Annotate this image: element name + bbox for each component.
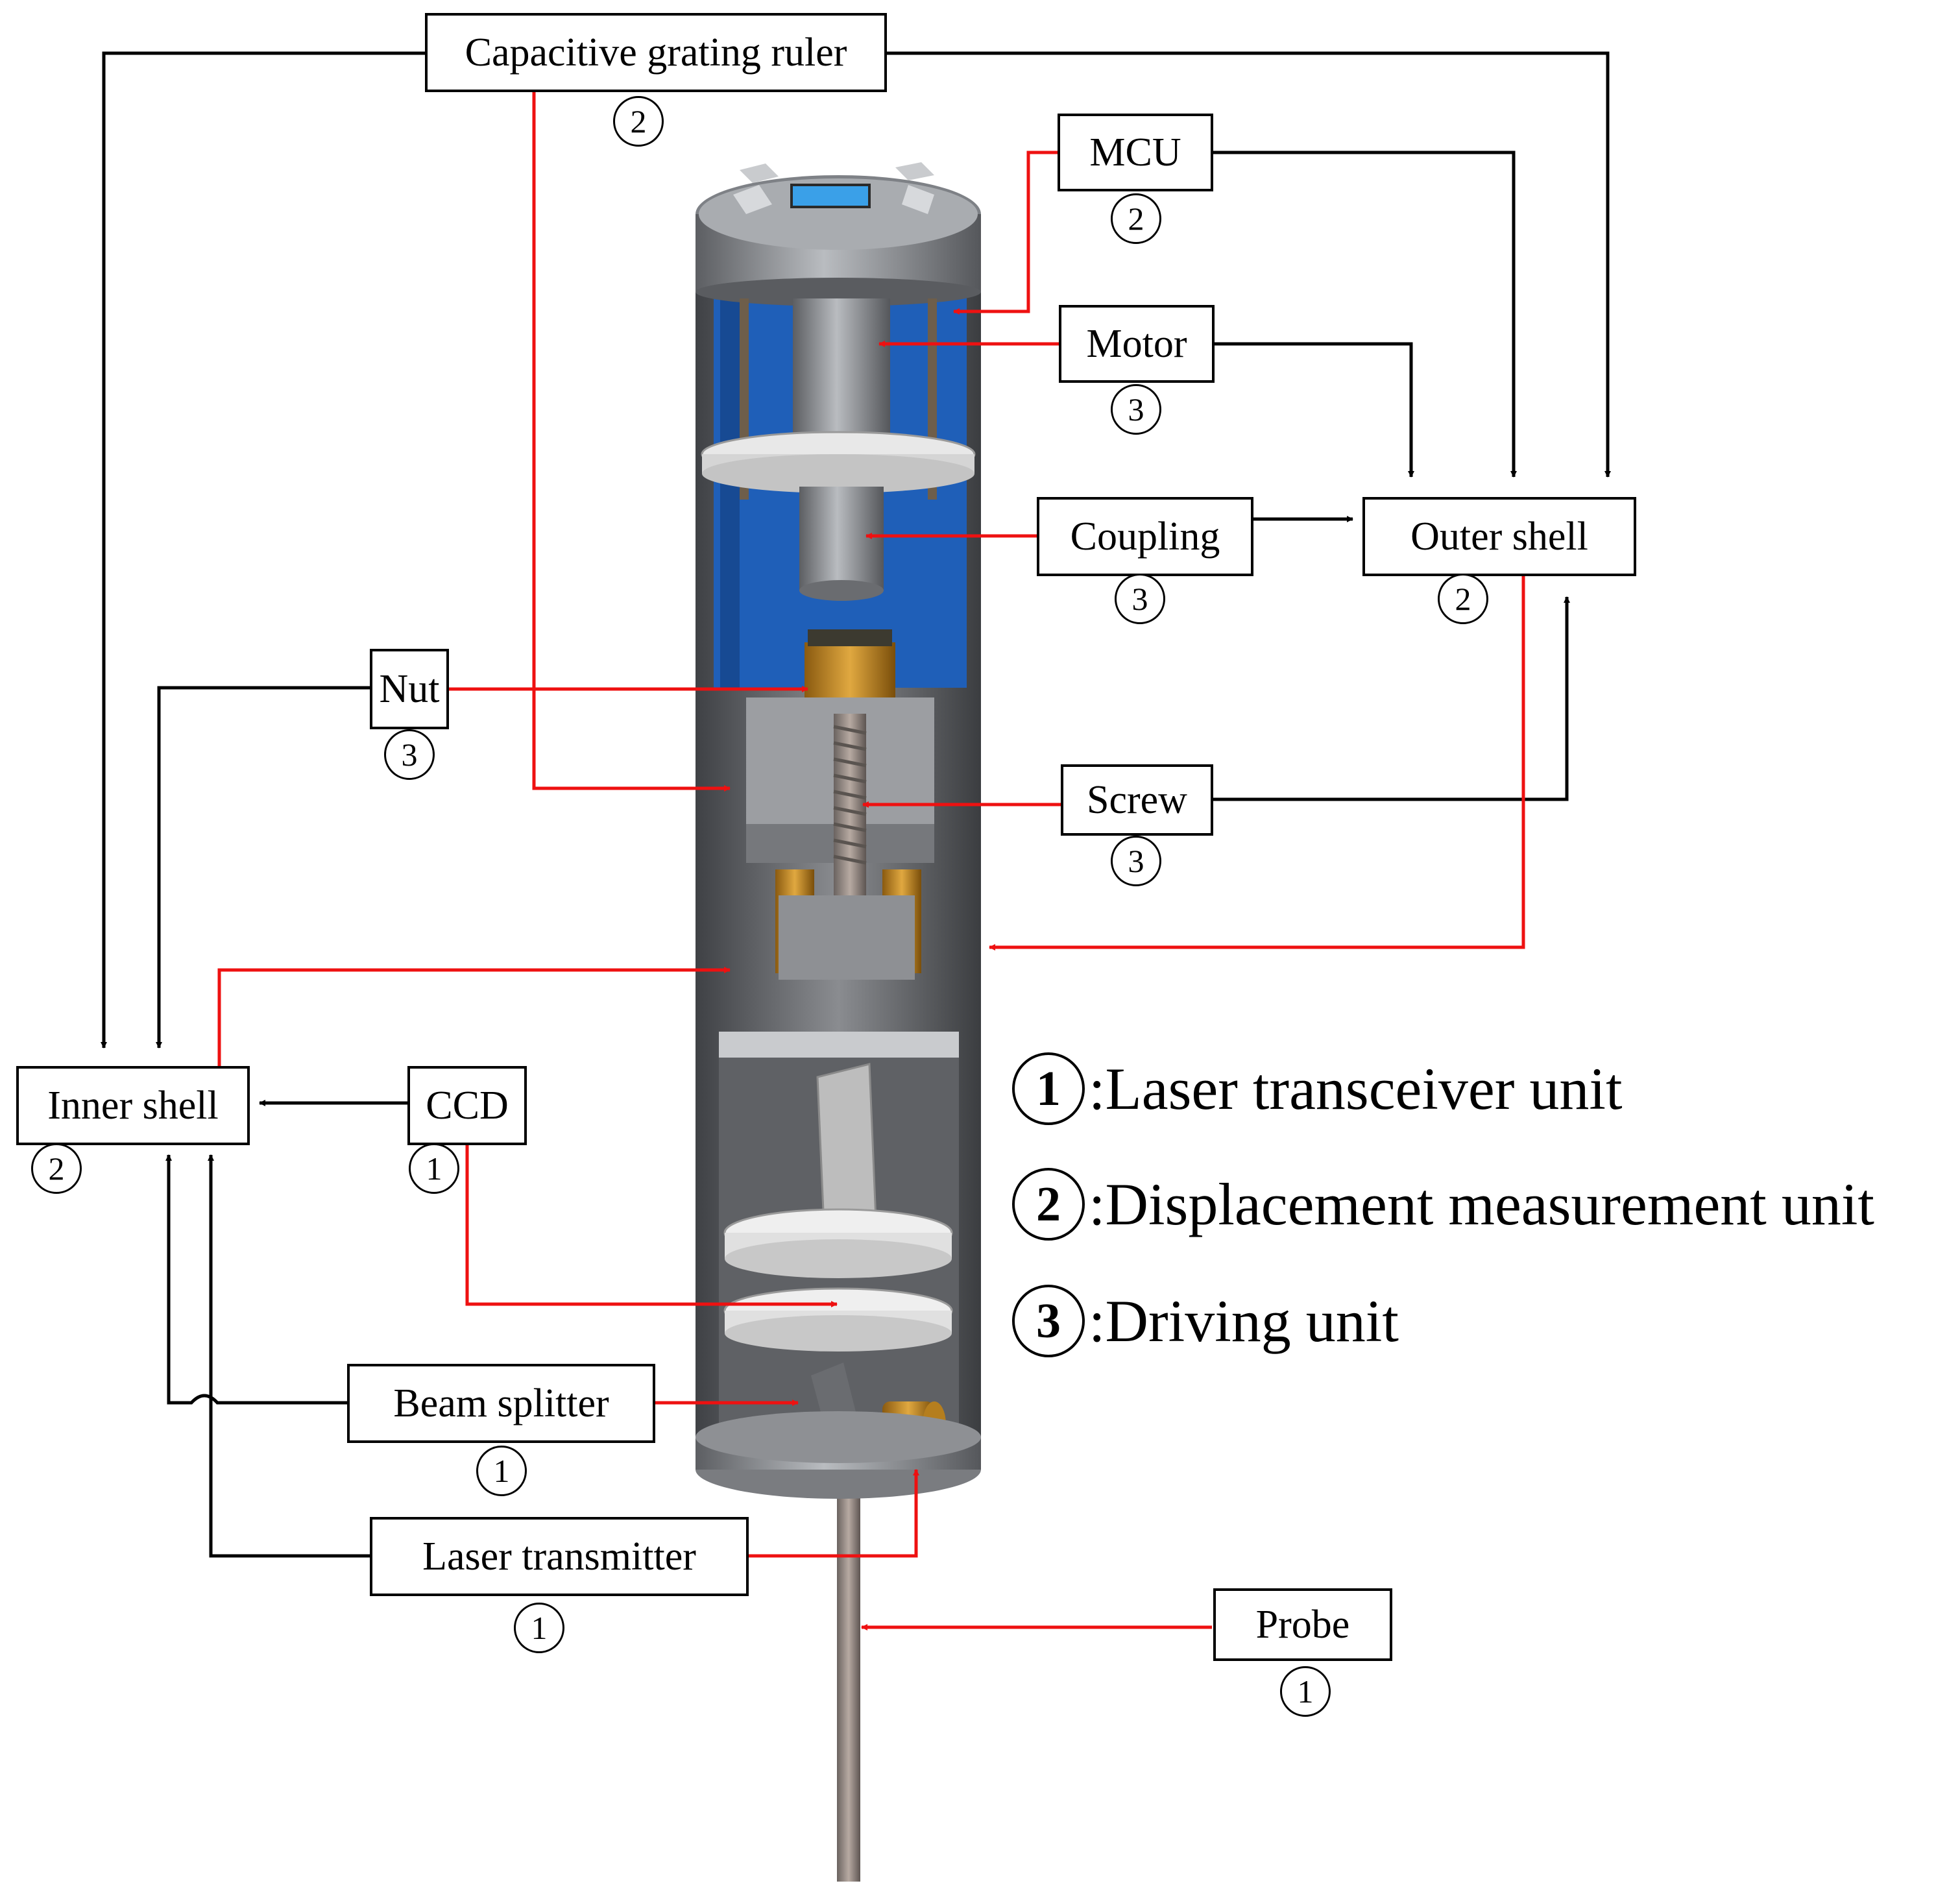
link-laser-inner [208, 1154, 370, 1558]
ptr-ccd [465, 1142, 838, 1307]
ptr-laser [747, 1469, 919, 1558]
ptr-inner-shell [217, 967, 731, 1066]
laser-transmitter-unit: 1 [514, 1603, 564, 1653]
legend-item-laser-transceiver: 1 :Laser transceiver unit [1012, 1052, 1623, 1125]
coupling-label: Coupling [1037, 497, 1253, 576]
motor-unit: 3 [1111, 384, 1161, 435]
link-nut-inner [156, 686, 370, 1048]
legend-item-displacement: 2 :Displacement measurement unit [1012, 1168, 1874, 1241]
ptr-outer-shell [989, 573, 1525, 951]
probe-unit: 1 [1280, 1666, 1331, 1717]
coupling-unit: 3 [1115, 574, 1165, 624]
screw-label: Screw [1061, 764, 1213, 836]
ccd-label: CCD [407, 1066, 527, 1145]
screw-unit: 3 [1111, 836, 1161, 886]
motor-label: Motor [1059, 305, 1215, 383]
capacitive-grating-ruler-unit: 2 [613, 96, 664, 147]
probe-label: Probe [1213, 1588, 1392, 1661]
display-window [790, 184, 871, 208]
laser-transmitter-label: Laser transmitter [370, 1517, 749, 1596]
ptr-mcu [953, 151, 1058, 315]
legend-item-driving: 3 :Driving unit [1012, 1285, 1399, 1357]
legend-text: :Driving unit [1089, 1288, 1399, 1354]
ptr-ruler [532, 84, 731, 792]
link-screw-outer [1212, 596, 1570, 801]
ccd-unit: 1 [409, 1143, 459, 1194]
legend-number: 1 [1012, 1052, 1085, 1125]
nut-label: Nut [370, 649, 449, 729]
beam-splitter-unit: 1 [476, 1446, 527, 1496]
inner-shell-label: Inner shell [16, 1066, 250, 1145]
capacitive-grating-ruler-label: Capacitive grating ruler [425, 13, 887, 92]
legend-number: 2 [1012, 1168, 1085, 1241]
link-ruler-inner [101, 51, 425, 1048]
legend-text: :Laser transceiver unit [1089, 1056, 1623, 1122]
link-ruler-outer [886, 51, 1611, 478]
link-beamsplitter-inner [165, 1154, 347, 1405]
outer-shell-unit: 2 [1438, 574, 1488, 624]
link-mcu-outer [1212, 151, 1517, 478]
mcu-label: MCU [1058, 114, 1213, 191]
probe-rod [837, 1479, 860, 1882]
legend-number: 3 [1012, 1285, 1085, 1357]
inner-shell-unit: 2 [31, 1143, 82, 1194]
legend-text: :Displacement measurement unit [1089, 1171, 1874, 1237]
beam-splitter-label: Beam splitter [347, 1364, 655, 1443]
nut-unit: 3 [384, 729, 435, 780]
mcu-unit: 2 [1111, 193, 1161, 244]
outer-shell-label: Outer shell [1362, 497, 1636, 576]
link-motor-outer [1212, 342, 1414, 478]
